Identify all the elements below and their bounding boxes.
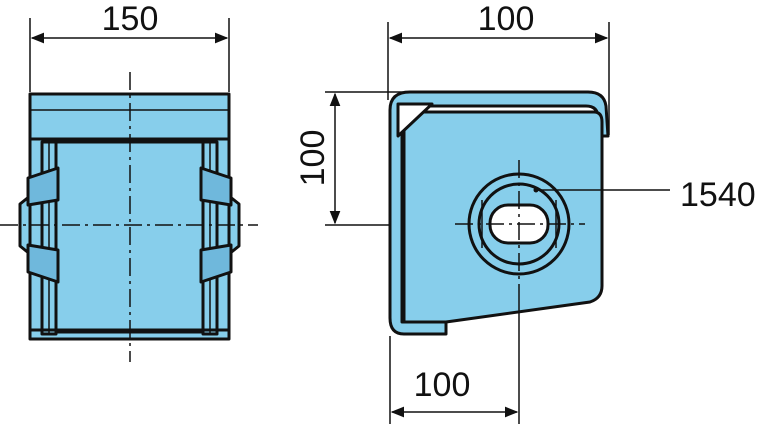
front-left-section-lower [26,243,60,284]
side-view: 100 100 1540 100 [294,0,756,424]
front-view: 150 [0,0,258,362]
side-width-label: 100 [478,0,535,38]
part-number-label: 1540 [680,176,756,214]
front-left-section-upper [26,166,60,207]
part-leader-dot [533,187,539,193]
side-height-label: 100 [294,130,332,187]
front-right-section-lower [199,243,233,284]
side-corner-cutout [396,102,434,138]
side-offset-label: 100 [414,366,471,404]
front-width-label: 150 [102,0,159,38]
front-right-section-upper [199,166,233,207]
